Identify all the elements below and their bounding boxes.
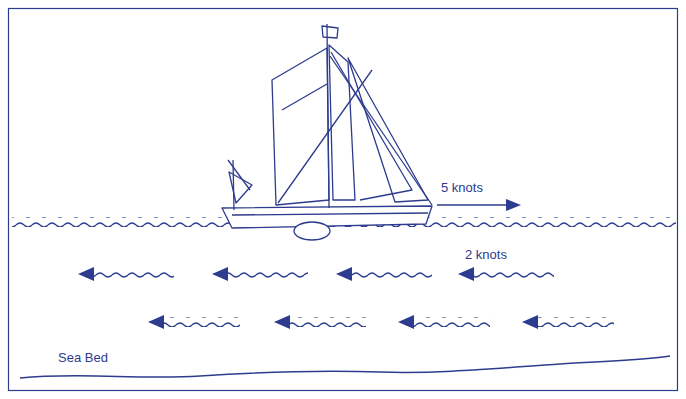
seabed-label: Sea Bed xyxy=(58,350,108,366)
current-label: 2 knots xyxy=(465,247,507,263)
speed-label: 5 knots xyxy=(441,180,483,196)
